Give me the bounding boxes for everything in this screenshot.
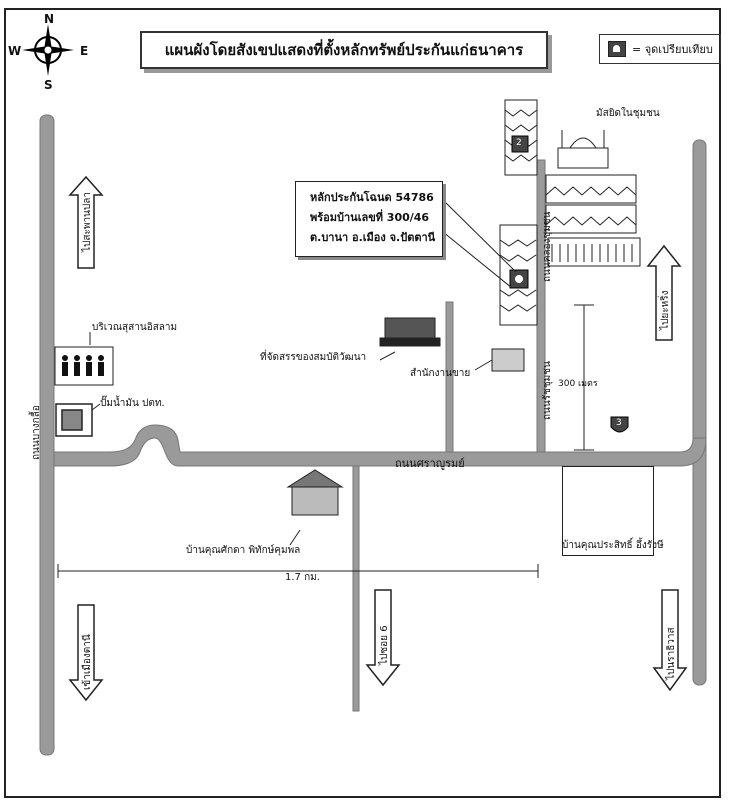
- main-road-label: ถนนศราญูรมย์: [395, 457, 465, 470]
- marker-collateral-icon: [509, 269, 529, 289]
- arrow-down-city-icon: [68, 604, 104, 702]
- compass-east-label: E: [80, 44, 89, 58]
- distance-17-label: 1.7 กม.: [285, 572, 320, 583]
- house-sakda-icon: [286, 469, 344, 516]
- to-city-label: เข้าเมืองตานี: [82, 634, 93, 690]
- to-narathiwat-label: ไปนราธิวาส: [666, 627, 677, 680]
- marker-2-icon: [511, 135, 529, 153]
- dimension-300m: [574, 304, 594, 451]
- housing-label: ที่จัดสรรของสมบัติวัฒนา: [260, 352, 367, 363]
- house-prasit-box: [562, 466, 654, 556]
- compass-north-label: N: [44, 12, 55, 26]
- map-frame: [4, 8, 721, 798]
- to-soi6-label: ไปซอย 6: [379, 625, 390, 665]
- road-left-label: ถนนบางกลื้อ: [31, 405, 42, 460]
- info-line-3: ต.บานา อ.เมือง จ.ปัตตานี: [310, 231, 436, 244]
- sales-office-label: สำนักงานขาย: [410, 368, 471, 379]
- mosque-icon: [557, 130, 609, 169]
- info-line-1: หลักประกันโฉนด 54786: [310, 191, 434, 204]
- marker-3-label: 3: [616, 418, 622, 428]
- mosque-label: มัสยิดในชุมชน: [596, 108, 660, 119]
- housing-development-icon: [379, 317, 441, 347]
- road-main: [53, 424, 707, 467]
- road-mid-south: [352, 465, 360, 712]
- to-yaring-label: ไปยะหริ่ง: [660, 290, 671, 330]
- road-klong-label: ถนนคลองชุมชน: [542, 211, 553, 282]
- sales-office-icon: [491, 348, 525, 372]
- legend: = จุดเปรียบเทียบ: [599, 34, 721, 64]
- landmark-marker-icon: [608, 41, 626, 57]
- to-phanae-label: ไปสะพานปลา: [82, 192, 93, 252]
- house-sakda-label: บ้านคุณศักดา พิทักษ์คุมพล: [186, 545, 301, 556]
- cemetery-icon: [54, 346, 114, 386]
- dimension-17km: [57, 564, 539, 578]
- arrow-up-yaring-icon: [646, 244, 682, 341]
- townhouse-blocks: [545, 174, 641, 267]
- gas-station-label: ปั๊มน้ำมัน ปตท.: [100, 398, 165, 409]
- collateral-info-box: หลักประกันโฉนด 54786 พร้อมบ้านเลขที่ 300…: [295, 181, 443, 257]
- marker-3-icon: [610, 416, 629, 433]
- legend-text: = จุดเปรียบเทียบ: [632, 43, 713, 56]
- road-left: [39, 114, 55, 756]
- marker-2-label: 2: [516, 138, 522, 148]
- road-chum-label: ถนนรัชชุมชน: [542, 361, 553, 420]
- pointer-line: [442, 199, 517, 273]
- road-bhattana: [445, 301, 454, 453]
- arrow-down-narathiwat-icon: [652, 589, 688, 692]
- arrow-down-soi6-icon: [365, 589, 401, 687]
- cemetery-label: บริเวณสุสานอิสลาม: [92, 322, 178, 333]
- compass-icon: [22, 24, 74, 76]
- distance-300-label: 300 เมตร: [558, 379, 598, 389]
- map-title: แผนผังโดยสังเขปแสดงที่ตั้งหลักทรัพย์ประก…: [140, 31, 548, 69]
- gas-station-icon: [55, 403, 93, 437]
- info-line-2: พร้อมบ้านเลขที่ 300/46: [310, 211, 430, 224]
- compass-south-label: S: [44, 78, 53, 92]
- arrow-up-phanae-icon: [68, 175, 104, 269]
- road-right: [692, 139, 707, 686]
- compass-west-label: W: [8, 44, 22, 58]
- house-prasit-label: บ้านคุณประสิทธิ์ อึ้งรังษี: [562, 540, 664, 551]
